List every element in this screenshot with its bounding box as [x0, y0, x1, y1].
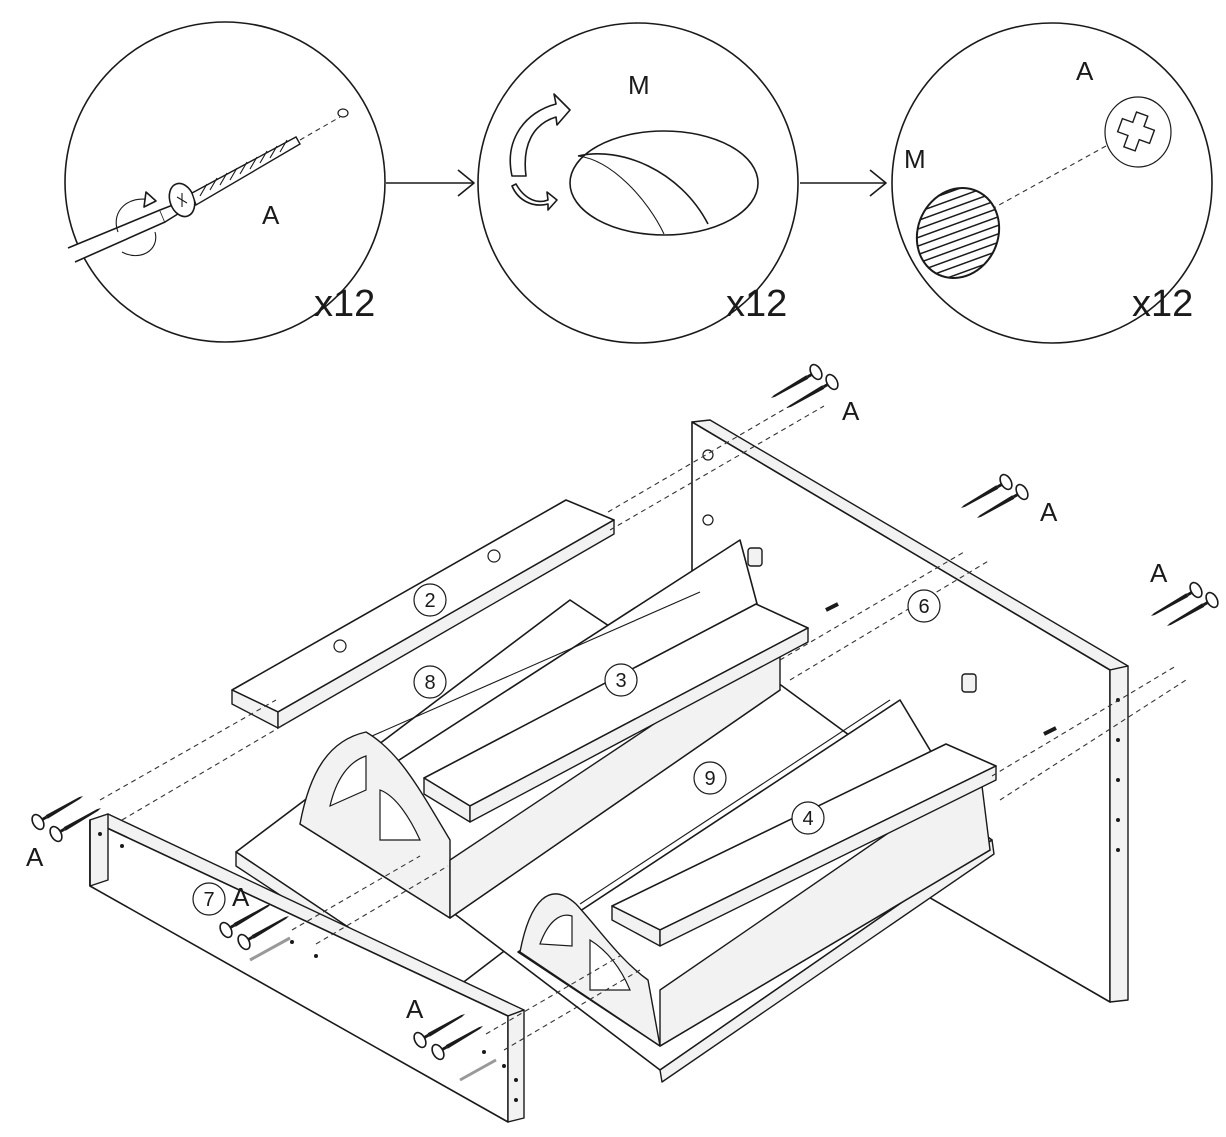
detail-step-2-part-label: M — [628, 70, 650, 100]
assembly-guides — [99, 399, 1187, 1051]
step-arrow — [386, 169, 475, 197]
detail-step-cover-circle: A M x12 — [891, 22, 1213, 344]
svg-text:9: 9 — [704, 768, 715, 790]
part-callout-4: 4 — [791, 801, 825, 835]
detail-step-1-part-label: A — [262, 200, 280, 230]
screw-label-a: A — [1150, 558, 1168, 588]
part-callout-7: 7 — [192, 882, 226, 916]
dowel-icon — [747, 547, 977, 693]
screw-label-a: A — [232, 882, 250, 912]
step-arrow — [800, 169, 887, 197]
detail-step-3-quantity: x12 — [1132, 283, 1193, 325]
part-callout-9: 9 — [693, 761, 727, 795]
detail-step-1-quantity: x12 — [314, 283, 375, 325]
svg-text:4: 4 — [802, 808, 813, 830]
svg-text:3: 3 — [615, 670, 626, 692]
detail-step-2-quantity: x12 — [726, 283, 787, 325]
detail-step-3-part-label-a: A — [1076, 56, 1094, 86]
screw-label-a: A — [406, 994, 424, 1024]
screwdriver-icon — [67, 191, 182, 263]
screw-label-a: A — [842, 396, 860, 426]
shelf-4 — [611, 743, 997, 947]
dowel-peg-icon — [249, 602, 1057, 1082]
part-callout-8: 8 — [413, 665, 447, 699]
svg-text:7: 7 — [203, 889, 214, 911]
peel-arrow-icon — [509, 93, 571, 211]
screw-a-icon — [168, 108, 349, 218]
screw-label-a: A — [1040, 497, 1058, 527]
part-callout-2: 2 — [413, 583, 447, 617]
screw-head-icon — [1104, 96, 1172, 168]
svg-text:8: 8 — [424, 672, 435, 694]
svg-text:6: 6 — [918, 596, 929, 618]
cap-sticker-icon — [569, 130, 759, 236]
svg-text:2: 2 — [424, 590, 435, 612]
shelf-3 — [423, 603, 809, 823]
detail-step-peel-cap-circle: M x12 — [477, 22, 799, 344]
part-callout-6: 6 — [907, 589, 941, 623]
cap-m-icon — [915, 187, 1001, 279]
screw-label-a: A — [26, 842, 44, 872]
screws-a — [28, 361, 1222, 1082]
part-callout-3: 3 — [604, 663, 638, 697]
detail-step-3-part-label-m: M — [904, 144, 926, 174]
exploded-view: A A A A A A 2 3 4 6 7 8 — [26, 361, 1222, 1123]
detail-step-screw-circle: A x12 — [64, 21, 386, 343]
